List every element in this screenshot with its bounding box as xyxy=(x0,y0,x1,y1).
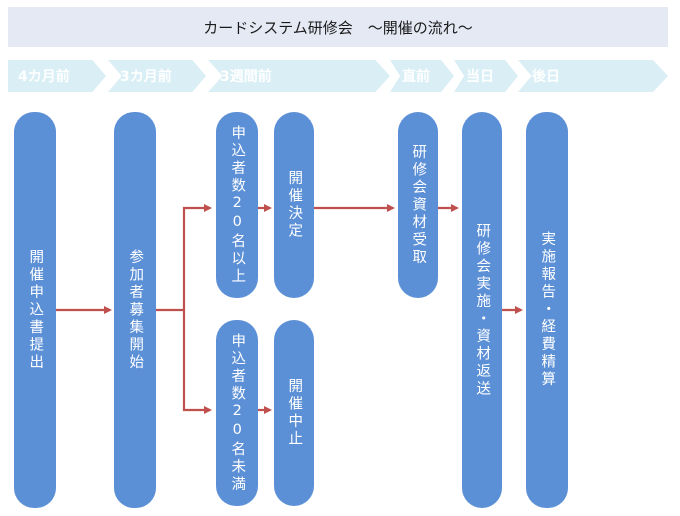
step-label: 開催申込書提出 xyxy=(27,248,44,372)
diagram-title: カードシステム研修会 ～開催の流れ～ xyxy=(203,18,473,37)
timeline-label: 4カ月前 xyxy=(18,69,70,85)
arrow-recruit-branch-low xyxy=(182,310,212,414)
step-apply: 開催申込書提出 xyxy=(14,112,56,508)
step-report: 実施報告・経費精算 xyxy=(526,112,568,508)
step-label: 研修会実施・資材返送 xyxy=(474,222,491,398)
diagram-title-bar: カードシステム研修会 ～開催の流れ～ xyxy=(8,7,668,47)
timeline-stage-3-months: 3カ月前 xyxy=(108,60,206,92)
timeline-stage-day-of: 当日 xyxy=(454,60,518,92)
step-label: 申込者数20名未満 xyxy=(229,332,246,494)
timeline-stage-4-months: 4カ月前 xyxy=(8,60,106,92)
step-recruit: 参加者募集開始 xyxy=(114,112,156,508)
step-materials-receive: 研修会資材受取 xyxy=(398,112,438,298)
step-label: 開催中止 xyxy=(286,378,303,448)
step-cancel: 開催中止 xyxy=(274,320,314,506)
step-label: 申込者数20名以上 xyxy=(229,124,246,286)
step-label: 参加者募集開始 xyxy=(127,248,144,372)
timeline-label: 3週間前 xyxy=(220,69,272,85)
timeline-label: 後日 xyxy=(532,69,560,85)
timeline-stage-3-weeks: 3週間前 xyxy=(208,60,390,92)
step-under-20: 申込者数20名未満 xyxy=(216,320,258,506)
step-over-20: 申込者数20名以上 xyxy=(216,112,258,298)
step-label: 開催決定 xyxy=(286,170,303,240)
step-held-return: 研修会実施・資材返送 xyxy=(462,112,502,508)
timeline-stage-later: 後日 xyxy=(518,60,668,92)
step-label: 実施報告・経費精算 xyxy=(539,231,556,389)
step-decided: 開催決定 xyxy=(274,112,314,298)
arrow-recruit-branch xyxy=(156,204,212,312)
timeline-stage-just-before: 直前 xyxy=(390,60,454,92)
timeline-label: 3カ月前 xyxy=(120,69,172,85)
timeline-label: 当日 xyxy=(466,69,494,85)
step-label: 研修会資材受取 xyxy=(410,143,427,267)
timeline-label: 直前 xyxy=(402,69,430,85)
